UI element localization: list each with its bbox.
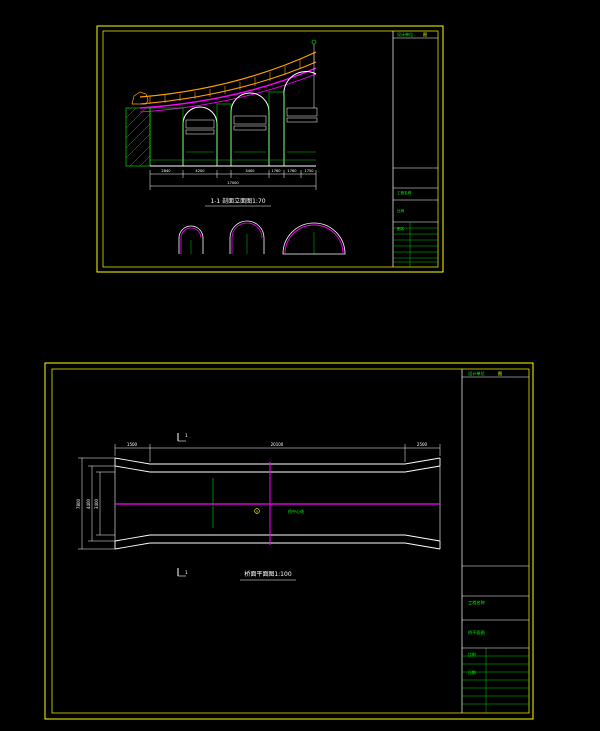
arch-detail-1: [178, 225, 204, 254]
section-title: 1-1 剖面立面图1:70: [210, 197, 265, 205]
sheet-1-tb-row3: 图名: [397, 226, 405, 231]
sheet-1-tb-top-right: 图: [423, 31, 427, 37]
left-dim-2: 4400: [86, 498, 91, 509]
dim-4: 1760: [271, 169, 281, 173]
axis-marker: [254, 508, 260, 514]
sheet-2-tb-row3: 比例: [468, 652, 476, 657]
abutment-left: [125, 107, 151, 167]
dim-1: 2840: [161, 169, 171, 173]
arch-detail-3: [282, 222, 346, 255]
sheet-2-top-dims: 1500 20100 2500: [114, 442, 441, 462]
sheet-2-outer-border: [44, 362, 534, 720]
sheet-1-tb-top-left: 设计单位: [397, 31, 413, 37]
railing-bottom: [139, 61, 317, 105]
sheet-1-tb-row2: 比例: [397, 208, 405, 213]
sheet-2-left-dims: 7800 4400 3400: [76, 457, 115, 550]
top-dim-2: 20100: [271, 442, 284, 447]
arch-detail-2: [229, 220, 265, 254]
center-label: 桥中心线: [288, 508, 304, 514]
lion-statue: [131, 91, 149, 105]
left-dim-1: 7800: [76, 498, 81, 509]
sheet-2-tb-row2: 桥平面图: [468, 629, 485, 636]
sheet-2-tb-top-right: 图: [498, 371, 502, 377]
sheet-1-title-block: 设计单位 图 工程名称 比例 图名: [392, 31, 438, 267]
sheet-1-dimensions: 2840 4200 3400 1760 1760 1750 17000 1-1 …: [149, 169, 317, 207]
sheet-2-title-block: 设计单位 图 工程名称 桥平面图 比例 日期: [461, 369, 529, 713]
dim-5: 1760: [287, 169, 297, 173]
dim-6: 1750: [304, 169, 314, 173]
plan-title: 桥面平面图1:100: [244, 570, 291, 578]
sheet-1: 设计单位 图 工程名称 比例 图名: [96, 25, 444, 273]
section-marks: 1 1: [177, 433, 188, 577]
left-dim-3: 3400: [94, 498, 99, 509]
arch-2: [230, 92, 270, 166]
arch-details: [178, 220, 346, 255]
sheet-2-tb-top-left: 设计单位: [468, 370, 485, 377]
plan-bottom-edge: [114, 534, 441, 542]
sheet-2: 设计单位 图 工程名称 桥平面图 比例 日期: [44, 362, 534, 720]
dim-total: 17000: [227, 181, 239, 185]
sheet-1-outer-border: [96, 25, 444, 273]
dim-2: 4200: [195, 169, 205, 173]
sheet-1-inner-border: [102, 30, 439, 268]
sheet-2-tb-row1: 工程名称: [468, 599, 485, 606]
sheet-2-tb-row4: 日期: [468, 670, 476, 675]
plan-top-edge: [114, 457, 441, 465]
railing-top: [139, 51, 317, 98]
arch-1: [182, 106, 218, 166]
section-mark-bottom: 1: [185, 570, 188, 575]
dim-3: 3400: [245, 169, 255, 173]
top-dim-1: 1500: [127, 442, 138, 447]
top-dim-3: 2500: [417, 442, 428, 447]
axis-label: 0: [256, 510, 258, 514]
sheet-2-inner-border: [51, 368, 530, 714]
bridge-deck: [139, 67, 317, 109]
bridge-elevation: [125, 39, 318, 167]
bridge-plan: 0 桥中心线: [114, 457, 441, 550]
sheet-1-tb-row1: 工程名称: [397, 190, 412, 195]
section-mark-top: 1: [185, 433, 188, 438]
